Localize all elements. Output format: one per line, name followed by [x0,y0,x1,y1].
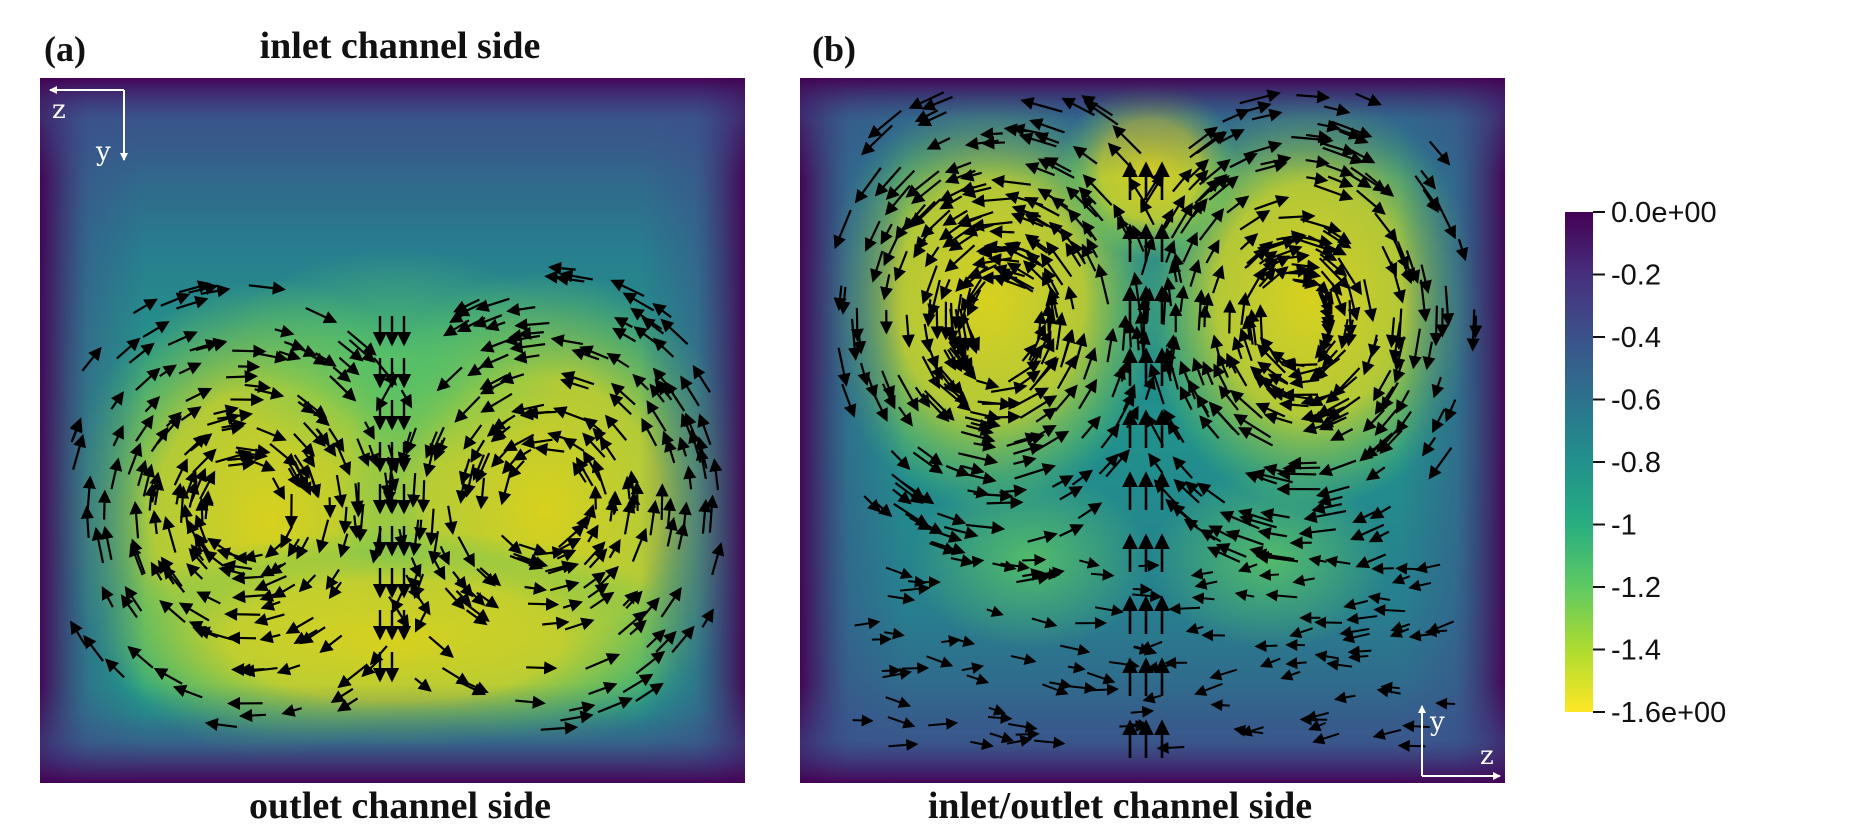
velocity-arrow [202,500,203,524]
velocity-arrow [526,667,555,668]
velocity-arrow [637,483,638,511]
velocity-arrow [1397,568,1420,569]
colorbar-gradient [1565,212,1593,712]
velocity-arrow [1290,463,1317,464]
velocity-arrow [1229,302,1230,334]
velocity-arrow [872,639,890,640]
velocity-arrow [1212,705,1229,706]
colorbar-tick-label: -1.6e+00 [1611,697,1726,729]
velocity-arrow [991,231,1014,232]
velocity-arrow [1373,568,1394,569]
velocity-arrow [857,308,858,340]
velocity-arrow [229,638,256,639]
colorbar-tick-label: -1 [1611,510,1637,542]
velocity-arrow [1316,622,1342,623]
velocity-arrow [104,492,105,520]
velocity-arrow [1436,306,1437,344]
velocity-arrow [1284,468,1320,469]
velocity-arrow [241,715,266,716]
velocity-arrow [423,480,424,510]
panel-a-field [40,78,755,783]
velocity-arrow [1256,646,1277,647]
velocity-arrow [1475,316,1476,337]
velocity-arrow [982,133,1003,134]
velocity-arrow [232,351,264,352]
panel-a-z-axis-label: z [52,95,66,125]
velocity-arrow [882,670,900,671]
velocity-arrow [902,668,927,669]
velocity-arrow [330,497,331,516]
velocity-arrow [1133,589,1150,590]
velocity-arrow [1437,703,1455,704]
colorbar-tick-label: -0.8 [1611,447,1661,479]
velocity-arrow [226,376,256,377]
colorbar-tick-label: 0.0e+00 [1611,197,1717,229]
velocity-arrow [238,366,258,367]
colorbar-tick-label: -0.6 [1611,385,1661,417]
velocity-arrow [937,306,938,337]
velocity-arrow [1139,565,1158,566]
velocity-arrow [1261,574,1279,575]
colorbar-tick-label: -1.4 [1611,635,1661,667]
velocity-arrow [1131,725,1148,726]
colorbar: 0.0e+00 -0.2 -0.4 -0.6 -0.8 -1 -1.2 -1.4 -1.6e+0… [1565,197,1726,729]
velocity-arrow [1260,306,1262,338]
velocity-arrow [1350,656,1368,657]
velocity-arrow [240,669,265,670]
colorbar-tick-label: -0.4 [1611,322,1661,354]
velocity-arrow [1016,734,1038,735]
velocity-arrow [853,720,872,721]
velocity-arrow [1473,309,1475,349]
panel-b-z-axis-label: z [1480,741,1494,771]
velocity-arrow [1404,726,1430,727]
velocity-arrow [662,485,663,519]
velocity-arrow [1048,305,1049,331]
panel-b-field [800,78,1505,783]
velocity-arrow [527,412,557,413]
velocity-arrow [1129,322,1131,347]
velocity-arrow [226,614,260,615]
colorbar-tick-label: -1.2 [1611,572,1661,604]
velocity-arrow [1159,747,1185,748]
colorbar-tick-label: -0.2 [1611,260,1661,292]
velocity-arrow [595,488,596,510]
velocity-arrow [615,494,616,513]
velocity-arrow [1350,300,1351,336]
panel-a-y-axis-label: y [95,137,111,167]
velocity-arrow [987,502,1022,503]
velocity-arrow [1089,689,1117,690]
colorbar-ticks: 0.0e+00 -0.2 -0.4 -0.6 -0.8 -1 -1.2 -1.4 -1.6e+0… [1593,197,1726,729]
panel-b-y-axis-label: y [1429,707,1445,737]
velocity-arrow [1022,560,1044,561]
velocity-arrow [1279,474,1316,475]
velocity-arrow [528,604,557,605]
